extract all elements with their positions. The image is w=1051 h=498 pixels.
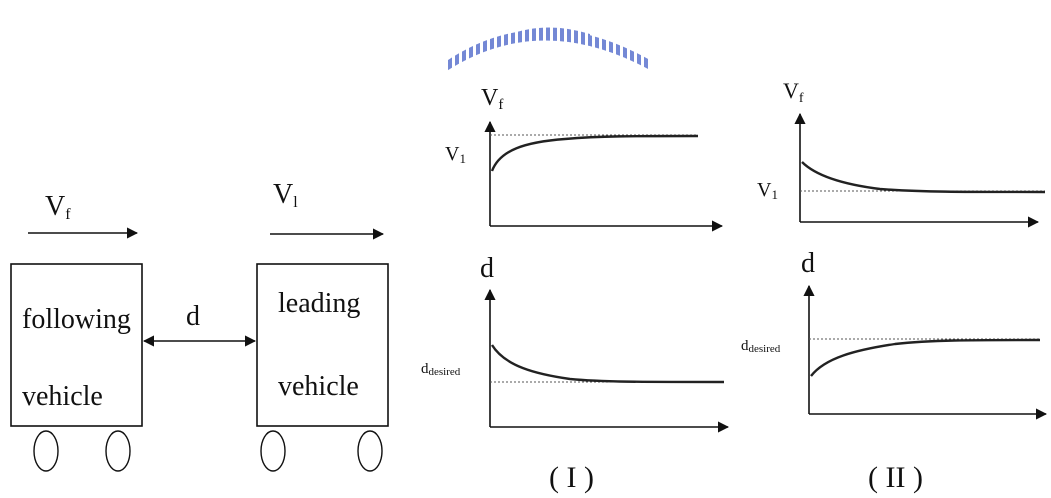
gap-label: d: [186, 301, 200, 332]
scenario: Vf Vl following vehicle leading vehicle …: [10, 179, 389, 472]
reference-label: V1: [757, 179, 778, 202]
velocity-response-curve: [490, 134, 699, 172]
reference-label: V1: [445, 143, 466, 166]
leading-vehicle-label-2: vehicle: [278, 371, 359, 402]
wheel: [357, 430, 383, 472]
following-vehicle-label-1: following: [22, 304, 131, 335]
following-vehicle-box: [10, 263, 143, 427]
case-2-velocity-plot: Vf V1: [757, 78, 1046, 228]
leading-vehicle-box: [256, 263, 389, 427]
wheel: [33, 430, 59, 472]
case-1-distance-plot: d ddesired: [421, 253, 730, 433]
velocity-response-curve: [801, 161, 1046, 194]
following-velocity-label: Vf: [45, 191, 71, 223]
reference-label: ddesired: [421, 361, 461, 378]
leading-velocity-label: Vl: [273, 179, 298, 211]
following-vehicle-label-2: vehicle: [22, 381, 103, 412]
case-1-velocity-plot: Vf V1: [445, 85, 724, 232]
leading-vehicle-label-1: leading: [278, 288, 360, 319]
distance-axis-label: d: [480, 253, 494, 284]
wheel: [105, 430, 131, 472]
watermark-logo: [445, 27, 650, 72]
case-1-label: ( I ): [549, 461, 594, 494]
velocity-axis-label: Vf: [481, 85, 503, 113]
distance-response-curve: [810, 338, 1041, 377]
reference-label: ddesired: [741, 338, 781, 355]
wheel: [260, 430, 286, 472]
velocity-axis-label: Vf: [783, 78, 804, 106]
distance-response-curve: [490, 344, 725, 384]
distance-axis-label: d: [801, 248, 815, 279]
case-2-label: ( II ): [868, 461, 923, 494]
case-2-distance-plot: d ddesired: [741, 248, 1048, 420]
